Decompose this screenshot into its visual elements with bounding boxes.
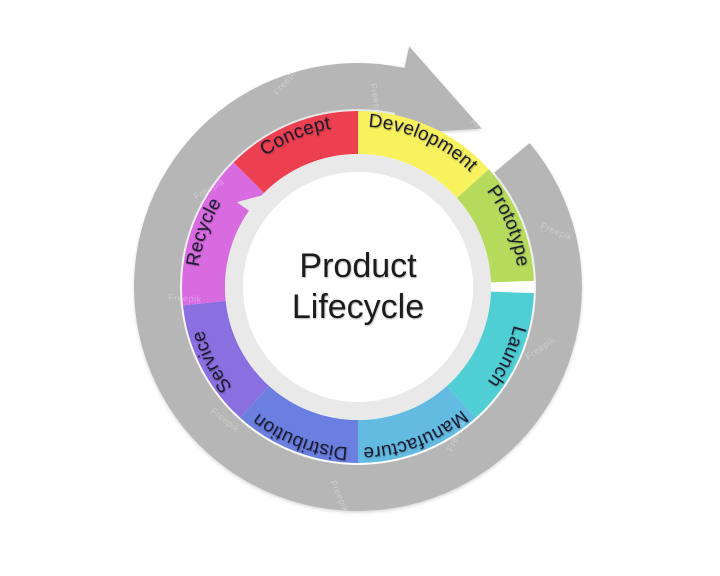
lifecycle-segment-manufacture[interactable] — [358, 385, 476, 463]
lifecycle-segment-concept[interactable] — [233, 111, 358, 193]
center-hub — [243, 172, 473, 402]
center-title: Product Lifecycle — [292, 247, 424, 326]
center-title-line1: Product — [299, 247, 417, 285]
watermark-text: Freepik — [168, 292, 202, 304]
lifecycle-segment-service[interactable] — [182, 300, 270, 418]
lifecycle-segment-development[interactable] — [358, 111, 489, 199]
lifecycle-segment-distribution[interactable] — [240, 385, 358, 463]
watermark-text: Freepik — [468, 117, 496, 150]
lifecycle-segment-prototype[interactable] — [456, 169, 534, 283]
lifecycle-segment-recycle[interactable] — [181, 162, 264, 306]
lifecycle-segment-ring — [181, 111, 534, 463]
center-title-line2: Lifecycle — [292, 288, 424, 326]
lifecycle-segment-launch[interactable] — [446, 291, 534, 418]
